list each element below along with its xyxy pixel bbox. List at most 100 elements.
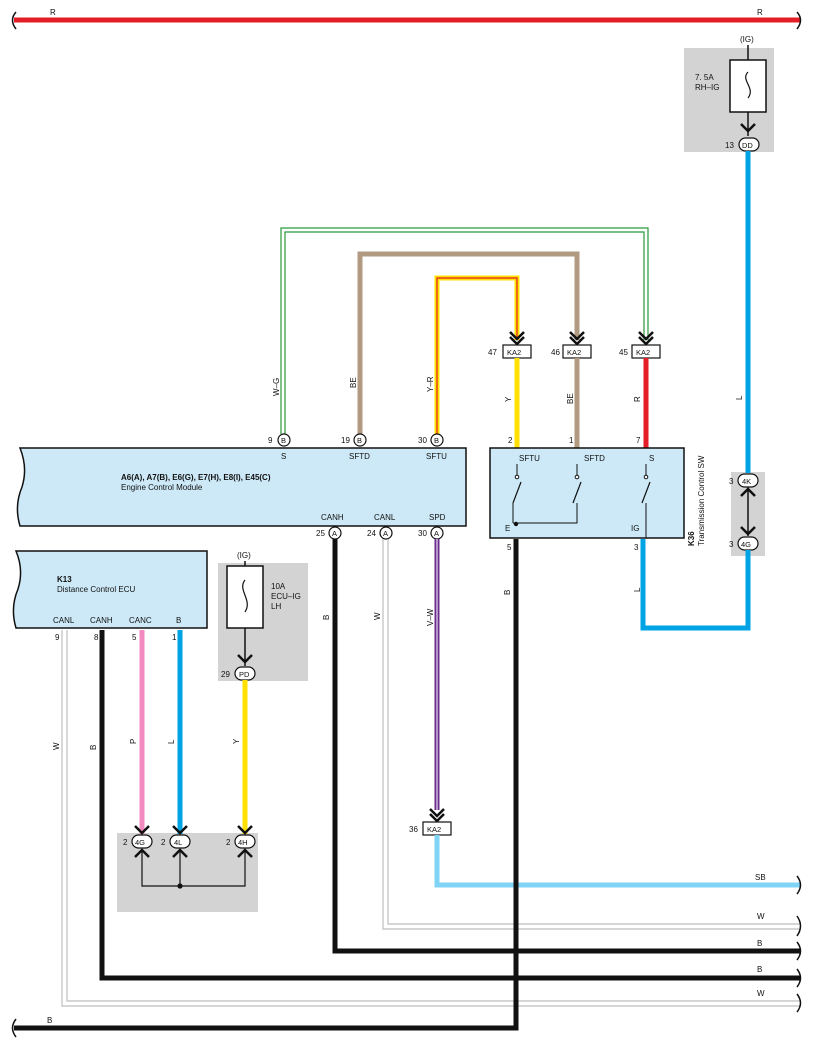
wire-break-right-sb — [796, 875, 802, 895]
chevron-down-icon — [638, 336, 654, 346]
wire-break-right-b1 — [796, 941, 802, 961]
wire-label-w-g: W–G — [272, 378, 281, 396]
connector-4h — [234, 834, 256, 849]
k13-pin-canc-label: CANC — [129, 616, 152, 625]
wire-y-r-stripe — [436, 277, 518, 434]
fuse-icon — [745, 71, 751, 99]
exit-label-w2: W — [757, 989, 765, 998]
k36-pin-1-label: SFTD — [584, 454, 605, 463]
connector-ka2-45-pin: 45 — [619, 348, 628, 357]
ecm-pin-30a-label: SPD — [429, 513, 446, 522]
k36-pin-5-num: 5 — [507, 543, 512, 552]
exit-label-bottom-b: B — [47, 1016, 52, 1025]
wire-b-ecm-canh — [332, 539, 800, 954]
wire-break-right-w2 — [796, 993, 802, 1013]
ecm-pin-24-circle — [379, 526, 393, 540]
ecm-pin-30b-circle — [430, 433, 444, 447]
chevron-down-icon — [237, 654, 253, 664]
ecm-box — [16, 447, 467, 527]
wire-w-g-inner — [284, 231, 645, 434]
wire-b-k36-e — [14, 539, 519, 1031]
ecm-pin-9-label: S — [281, 452, 286, 461]
k13-pin-1-num: 1 — [172, 633, 177, 642]
ecu-fuse-name1: ECU–IG — [271, 592, 301, 601]
ecm-pin-9-circle — [277, 433, 291, 447]
connector-4g-bottom-label: 4G — [135, 838, 145, 847]
wire-b-k13 — [99, 630, 800, 981]
rh-fuse-amp: 7. 5A — [695, 73, 714, 82]
connector-ka2-47-pin: 47 — [488, 348, 497, 357]
wire-l-splice-to-k36 — [640, 539, 751, 631]
ecu-fuse-name2: LH — [271, 602, 281, 611]
chevron-down-icon — [569, 336, 585, 346]
connector-ka2-46-pin: 46 — [551, 348, 560, 357]
chevron-down-icon — [509, 331, 525, 341]
connector-ka2-45-label: KA2 — [636, 348, 650, 357]
wire-w-ecm-outer — [382, 539, 800, 930]
wire-label-r-k36: R — [633, 396, 642, 402]
wire-label-l-k36: L — [633, 587, 642, 592]
wire-w-k13-inner — [66, 630, 800, 1002]
chevron-down-icon — [740, 123, 756, 133]
ecm-pin-19-label: SFTD — [349, 452, 370, 461]
connector-4k-pin: 3 — [729, 477, 734, 486]
k36-e-junction — [513, 521, 519, 527]
wire-label-y-r: Y–R — [426, 376, 435, 392]
ecm-pin-30a-num: 30 — [418, 529, 427, 538]
wire-w-g-outer — [280, 227, 649, 434]
wire-label-y-k36: Y — [504, 396, 513, 402]
wire-label-l-k13: L — [167, 739, 176, 744]
connector-4g-bottom-pin: 2 — [123, 838, 128, 847]
k36-s-switch — [641, 481, 651, 504]
wire-be — [357, 251, 580, 434]
k13-pin-5-num: 5 — [132, 633, 137, 642]
ecm-title: A6(A), A7(B), E6(G), E7(H), E8(I), E45(C… — [121, 473, 271, 482]
ecu-fuse-body — [226, 565, 264, 629]
k36-sftu-contact — [514, 474, 520, 480]
wire-label-p: P — [129, 739, 138, 744]
connector-4g-bottom — [131, 834, 153, 849]
ecm-pin-9-conn: B — [281, 436, 286, 445]
k13-pin-canh-label: CANH — [90, 616, 113, 625]
k13-pin-canl-label: CANL — [53, 616, 75, 625]
chevron-down-icon — [172, 825, 188, 835]
chevron-up-icon — [740, 487, 756, 497]
wire-break-right-b2 — [796, 968, 802, 988]
k36-pin-3-num: 3 — [634, 543, 639, 552]
k36-pin-2-label: SFTU — [519, 454, 540, 463]
chevron-down-icon — [509, 336, 525, 346]
wire-label-w-k13: W — [52, 742, 61, 750]
ecu-fuse-amp: 10A — [271, 582, 286, 591]
exit-label-b2: B — [757, 965, 762, 974]
k13-box — [12, 550, 208, 629]
connector-ka2-36-label: KA2 — [427, 825, 441, 834]
k36-pin-ig-label: IG — [631, 524, 639, 533]
wire-label-top-left: R — [50, 8, 56, 17]
exit-label-sb: SB — [755, 873, 766, 882]
exit-label-b1: B — [757, 939, 762, 948]
connector-ka2-36-pin: 36 — [409, 825, 418, 834]
wire-sb — [434, 835, 800, 888]
wire-break-left-bottom — [11, 1018, 17, 1038]
wire-label-w-ecm: W — [373, 612, 382, 620]
wire-label-be-k36: BE — [566, 393, 575, 404]
chevron-down-icon — [237, 825, 253, 835]
connector-4h-label: 4H — [238, 838, 248, 847]
ecm-pin-19-conn: B — [357, 436, 362, 445]
k36-sftu-switch — [512, 481, 522, 504]
k13-pin-8-num: 8 — [94, 633, 99, 642]
wire-label-y-pd: Y — [232, 738, 241, 744]
k36-sftd-switch — [572, 481, 582, 504]
wire-label-b-k36: B — [503, 590, 512, 595]
wire-label-b-ecm: B — [322, 615, 331, 620]
k36-s-contact — [643, 474, 649, 480]
ecm-pin-25-num: 25 — [316, 529, 325, 538]
ecm-pin-30b-label: SFTU — [426, 452, 447, 461]
connector-4h-pin: 2 — [226, 838, 231, 847]
k36-sftd-return — [513, 503, 578, 524]
chevron-down-icon — [429, 808, 445, 818]
k36-sftd-contact — [574, 474, 580, 480]
chevron-down-icon — [740, 526, 756, 536]
rh-fuse-supply: (IG) — [740, 35, 754, 44]
rh-fuse-name: RH–IG — [695, 83, 719, 92]
